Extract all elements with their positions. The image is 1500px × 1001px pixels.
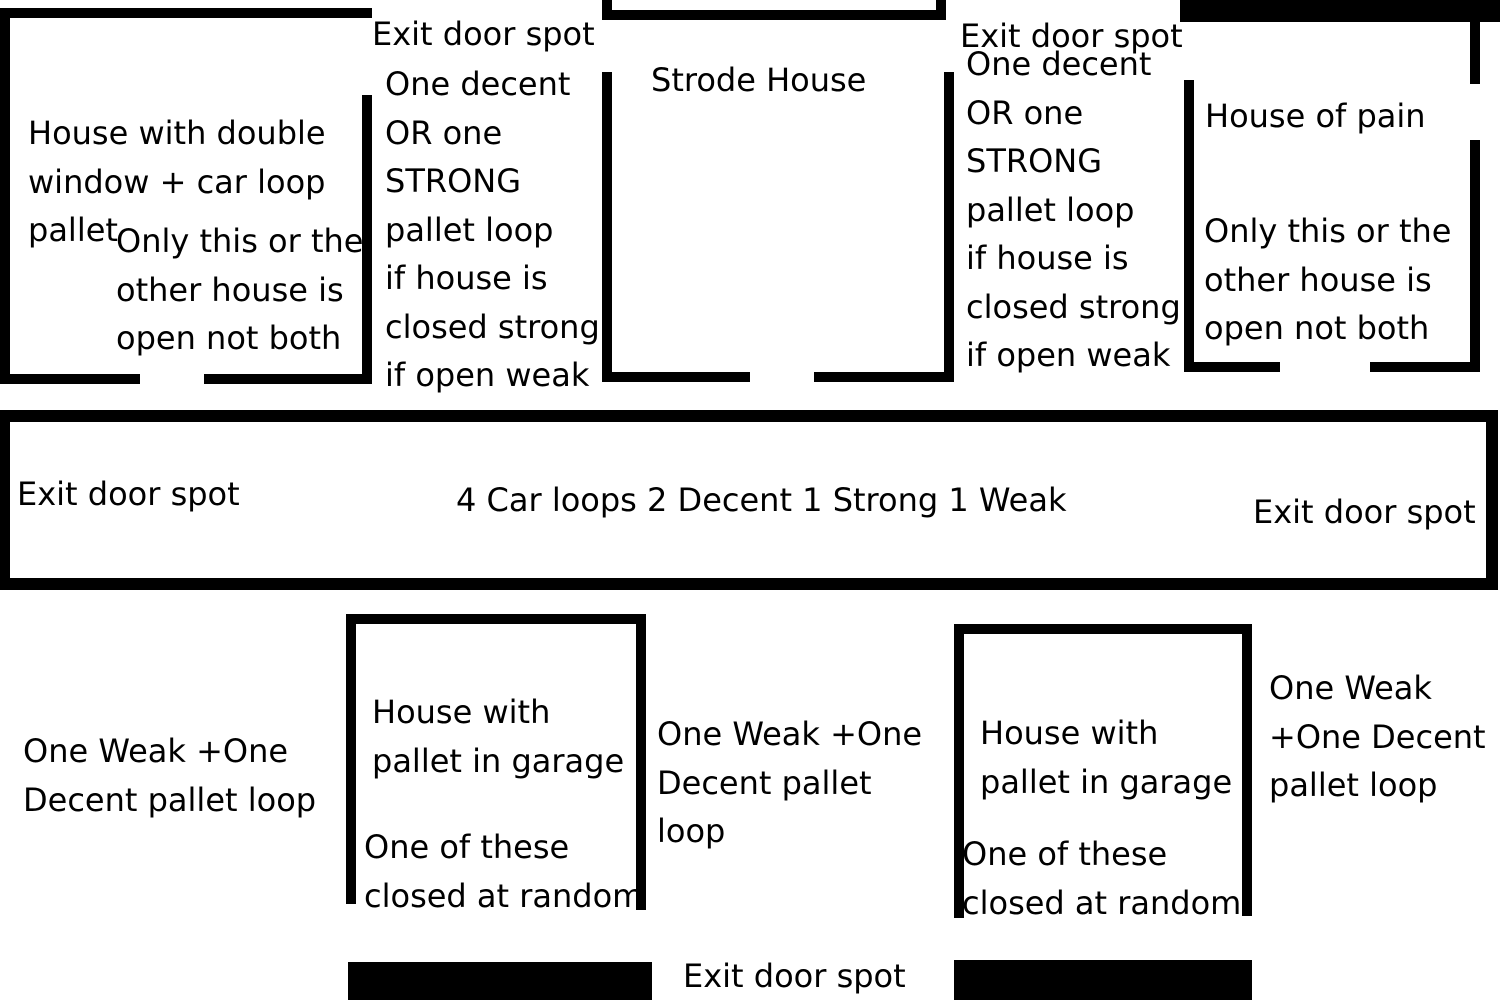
house-of-pain-label: House of pain	[1205, 97, 1426, 135]
pallet-loop-bottom-left: One Weak +One Decent pallet loop	[23, 732, 317, 819]
house-of-pain-walls	[1180, 0, 1500, 372]
house-double-window-note: Only this or the other house is open not…	[116, 222, 364, 357]
house-double-window-walls	[0, 8, 372, 384]
exit-door-label-road-right: Exit door spot	[1253, 493, 1476, 531]
pallet-loop-right-of-strode: One decent OR one STRONG pallet loop if …	[966, 45, 1181, 374]
pallet-loop-left-of-strode: One decent OR one STRONG pallet loop if …	[385, 65, 600, 394]
pallet-loop-bottom-right: One Weak +One Decent pallet loop	[1269, 669, 1486, 804]
main-road-walls	[0, 410, 1498, 590]
garage-house-right-note: One of these closed at random	[962, 835, 1242, 922]
road-summary-label: 4 Car loops 2 Decent 1 Strong 1 Weak	[456, 481, 1067, 519]
pallet-loop-bottom-middle: One Weak +One Decent pallet loop	[657, 715, 923, 850]
garage-house-right-walls	[954, 624, 1252, 1000]
exit-door-label-top-left: Exit door spot	[372, 15, 595, 53]
exit-door-label-bottom: Exit door spot	[683, 957, 906, 995]
garage-house-left-note: One of these closed at random	[364, 828, 644, 915]
house-double-window-label: House with double window + car loop pall…	[28, 114, 326, 249]
strode-house-walls	[602, 0, 954, 382]
strode-house-label: Strode House	[651, 61, 867, 99]
garage-house-left-label: House with pallet in garage	[372, 693, 625, 780]
garage-house-right-label: House with pallet in garage	[980, 714, 1233, 801]
garage-house-left-walls	[346, 614, 652, 1000]
exit-door-label-top-right: Exit door spot	[960, 17, 1183, 55]
exit-door-label-road-left: Exit door spot	[17, 475, 240, 513]
house-of-pain-note: Only this or the other house is open not…	[1204, 212, 1452, 347]
